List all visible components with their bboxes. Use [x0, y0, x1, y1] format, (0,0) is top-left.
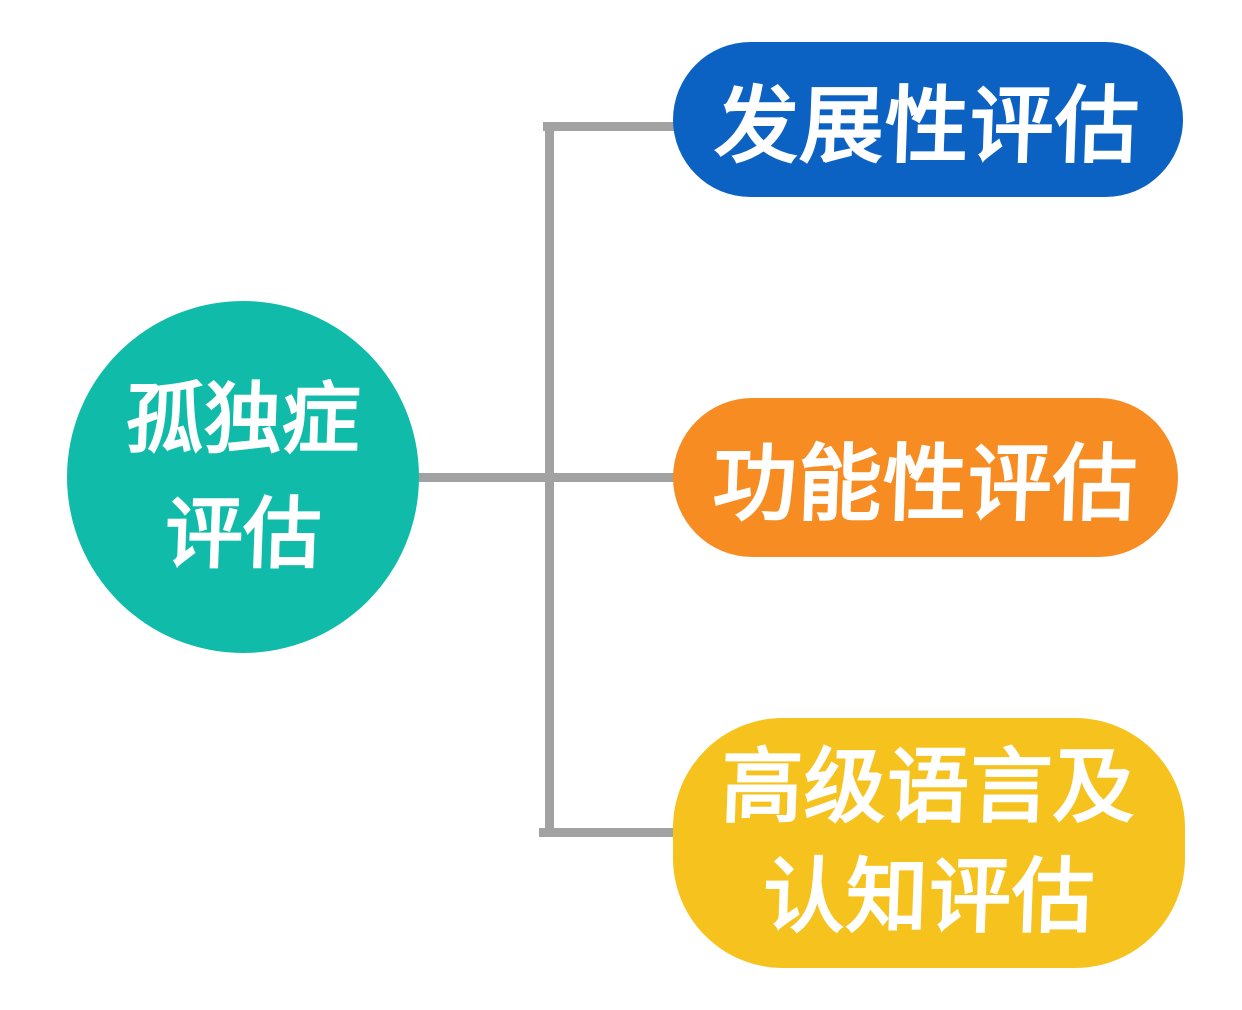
- branch-label-advanced-line1: 高级语言及: [719, 742, 1139, 833]
- connector-branch-developmental: [543, 122, 685, 131]
- branch-node-advanced-language-cognitive: 高级语言及 认知评估: [673, 718, 1185, 968]
- branch-label-developmental: 发展性评估: [713, 79, 1142, 173]
- root-node-label-line2: 评估: [163, 490, 323, 578]
- branch-label-advanced-line2: 认知评估: [761, 852, 1097, 943]
- root-node-label-line1: 孤独症: [124, 375, 362, 463]
- connector-root-to-functional: [400, 473, 685, 482]
- root-node-autism-assessment: 孤独症 评估: [67, 301, 419, 653]
- branch-node-functional-assessment: 功能性评估: [673, 398, 1178, 557]
- connector-branch-advanced: [539, 828, 685, 837]
- branch-node-developmental-assessment: 发展性评估: [673, 42, 1183, 197]
- branch-label-functional: 功能性评估: [711, 437, 1140, 531]
